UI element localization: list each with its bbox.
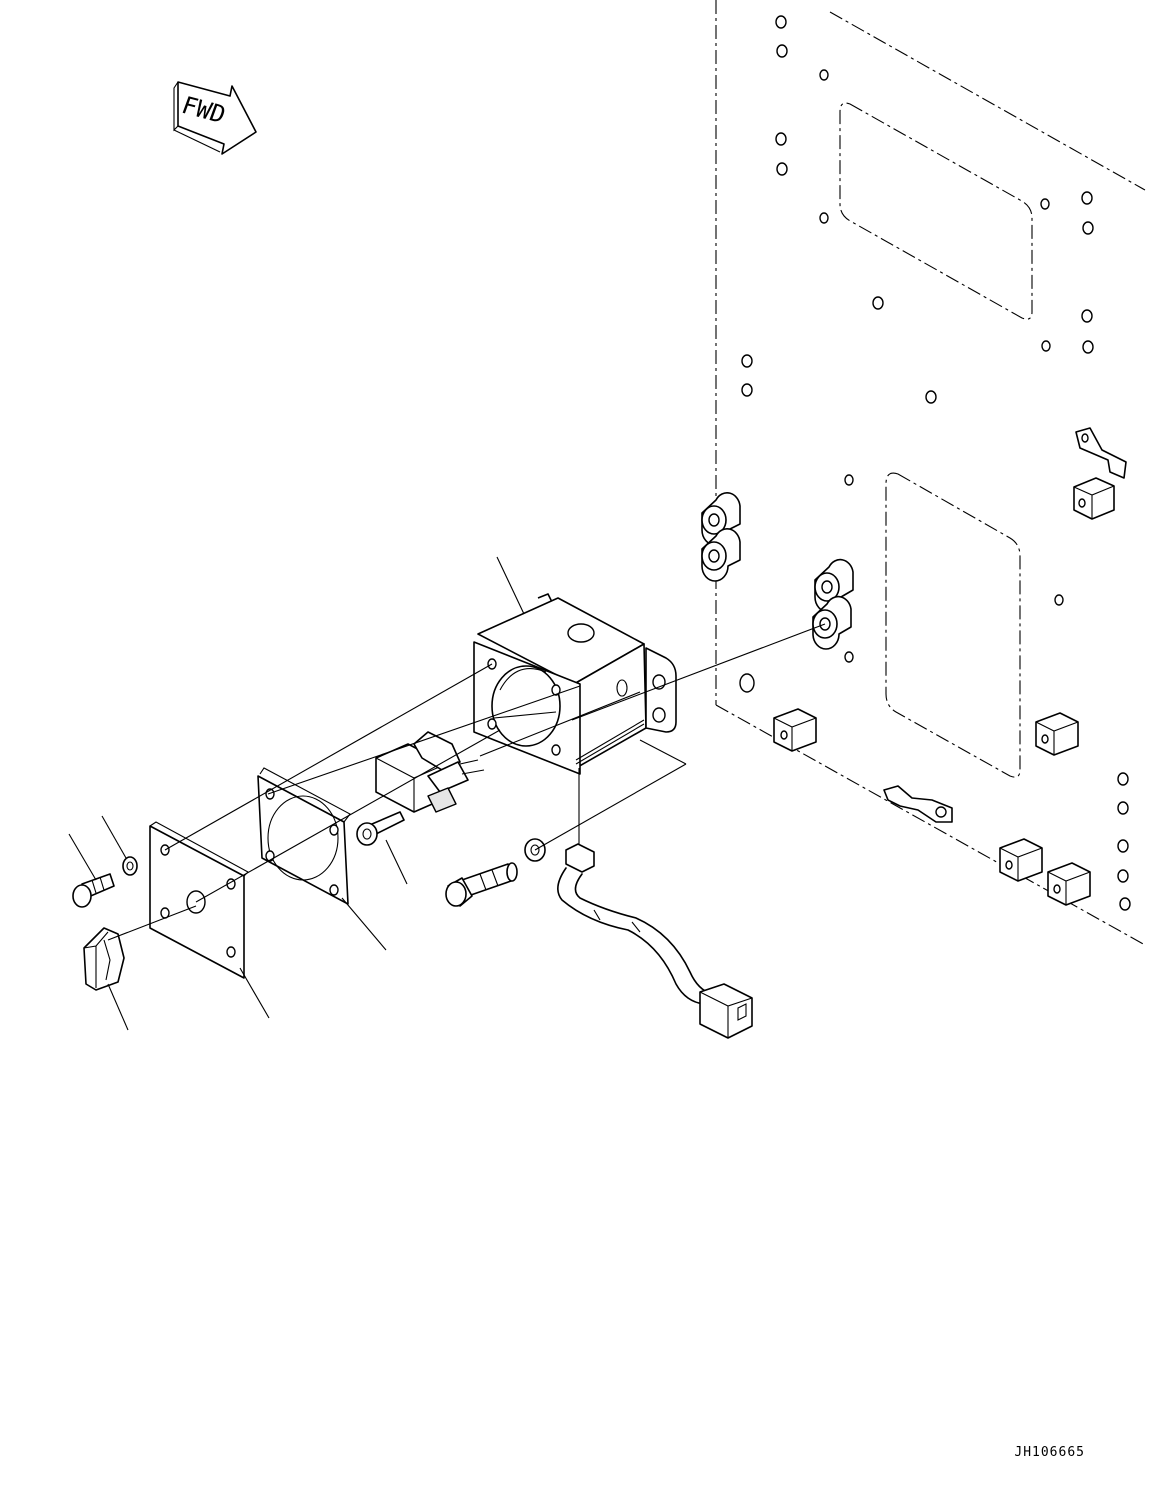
bolt: [445, 862, 518, 907]
clip-nut: [1073, 477, 1115, 520]
bracket: [883, 785, 953, 823]
fwd-marker: FWD: [173, 81, 257, 155]
leader-lines: [68, 556, 525, 1031]
connector: [699, 983, 753, 1039]
knob: [83, 927, 125, 991]
panel-holes: [739, 15, 1131, 911]
washer: [122, 856, 138, 876]
assembly-lines: [107, 623, 826, 941]
clip-nut: [1047, 862, 1091, 906]
wire-harness: [557, 843, 713, 1005]
clip-nut: [999, 838, 1043, 882]
clip-nut: [773, 708, 817, 752]
clip-nut: [1035, 712, 1079, 756]
spacer: [814, 558, 854, 613]
bolt: [72, 873, 115, 908]
gasket: [257, 767, 351, 905]
bracket: [1075, 427, 1127, 479]
fwd-label: FWD: [178, 91, 229, 129]
switch: [375, 731, 485, 813]
spacer: [701, 528, 741, 582]
arrow-right-icon: [177, 81, 257, 155]
screw: [356, 811, 405, 846]
mounting-panel: [701, 0, 1146, 946]
drawing-id: JH106665: [1014, 1445, 1085, 1460]
switch-box: [473, 593, 677, 775]
